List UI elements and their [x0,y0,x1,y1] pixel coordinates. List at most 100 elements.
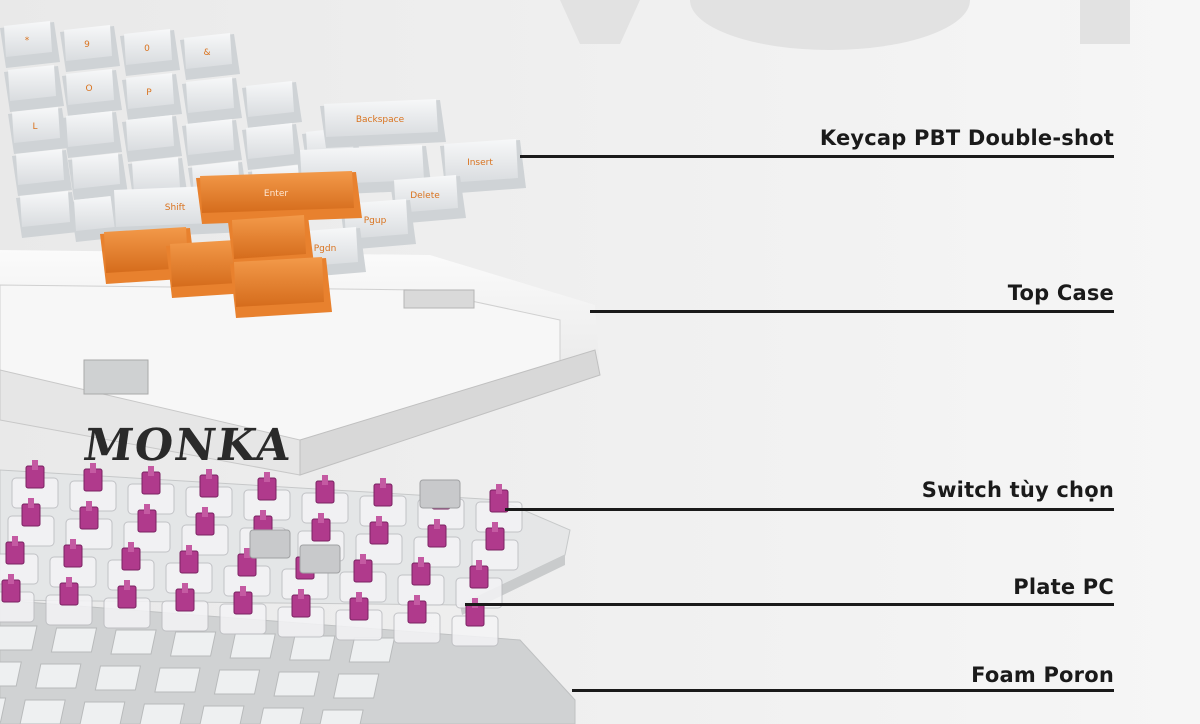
foam-cutout [213,669,261,695]
label-foam: Foam Poron [971,663,1114,687]
stabilizer [419,479,461,509]
foam-cutout [154,667,201,693]
switch-stem-top [240,586,246,596]
switch-stem-top [260,510,266,520]
switch-stem-top [144,504,150,514]
keycap-legend: O [85,84,92,94]
keycap-top [104,227,188,273]
keycap-white [16,191,78,238]
switch-stem-top [70,539,76,549]
keycap-white [242,123,302,170]
keycap-top [186,119,234,155]
stabilizer [249,529,291,559]
switch-stem-top [356,592,362,602]
switch-stem-top [434,519,440,529]
keycap-top [126,115,174,151]
keycap-top [444,139,518,183]
case-slot [403,289,475,309]
switch-stem-top [496,484,502,494]
keycap-white: 0 [120,29,180,76]
switch-stem-top [244,548,250,558]
foam-cutout [0,661,22,687]
switch-stem-top [476,560,482,570]
foam-cutout [257,707,305,724]
callout-line [590,310,1114,313]
keycap-legend: Enter [264,189,288,199]
keycap-white: * [0,21,60,68]
keycap-white [182,119,242,166]
foam-cutout [35,663,82,689]
switch-stem-top [186,545,192,555]
foam-cutout [289,635,336,661]
label-keycap: Keycap PBT Double-shot [819,126,1114,150]
keycap-top [4,21,52,57]
keycap-orange [230,257,332,318]
keycap-white: O [62,69,122,116]
switch-stem-top [318,513,324,523]
keycap-top [66,111,114,147]
callout-line [520,155,1114,158]
label-switch: Switch tùy chọn [921,478,1114,502]
foam-cutout [19,699,66,724]
keycap-top [200,171,354,213]
keycap-top [126,73,174,109]
foam-cutout [0,697,7,723]
keycap-legend: P [146,88,152,98]
keycap-legend: * [25,36,30,46]
foam-cutout [333,673,380,699]
keycap-top [16,149,64,185]
callout-line [465,603,1114,606]
switch-stem-top [492,522,498,532]
keycap-top [246,81,294,117]
switch-stem-top [12,536,18,546]
keycap-top [66,69,114,105]
switch-stem-top [322,475,328,485]
switch-stem-top [66,577,72,587]
keycap-top [20,191,70,227]
keycap-top [232,215,306,259]
keycap-top [132,157,180,193]
switch-stem-top [418,557,424,567]
keycap-white: Insert [440,139,526,194]
top-case-side [299,349,601,476]
switch-stem-top [414,595,420,605]
callout-lines [465,155,1114,692]
switch-stem-top [298,589,304,599]
keycap-top [72,153,120,189]
switch-stem-top [264,472,270,482]
switch-stem-top [128,542,134,552]
foam-cutout [169,631,217,657]
switch-stem-top [360,554,366,564]
keycap-legend: 9 [84,40,90,50]
keycap-top [246,123,294,159]
foam-cutout [50,627,98,653]
foam-cutout [348,637,395,663]
keycap-legend: Delete [410,191,440,201]
usb-port-housing [83,359,149,395]
keycap-white [182,77,242,124]
background-watermark [560,0,1130,50]
switch-stem-top [206,469,212,479]
keycap-white: P [122,73,182,120]
switch-stem-top [32,460,38,470]
label-top-case: Top Case [1007,281,1114,305]
keycap-top [186,77,234,113]
keycap-white [122,115,182,162]
callout-line [505,508,1114,511]
keycap-top [12,107,60,143]
foam-cutout [198,705,245,724]
keycap-top [74,195,124,231]
keycap-legend: & [203,48,210,58]
keycap-top [184,33,232,69]
foam-cutout [79,701,126,724]
keycap-white [62,111,122,158]
foam-layer [0,599,576,724]
keycap-top [124,29,172,65]
foam-cutout [229,633,276,659]
foam-cutout [273,671,320,697]
keycap-white: L [8,107,68,154]
switch-stem-top [28,498,34,508]
keycap-legend: Pgdn [314,244,337,254]
plate-layer [0,460,571,647]
